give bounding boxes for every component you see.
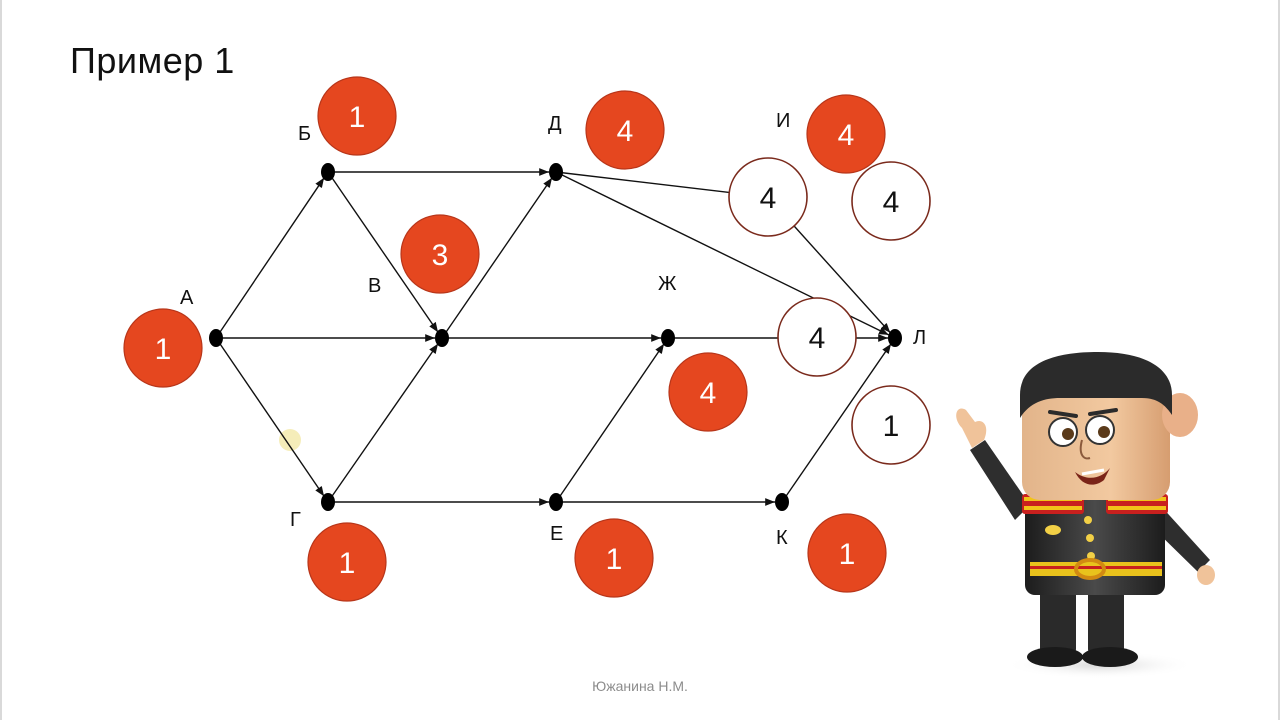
weight-ring-value: 4 — [883, 186, 900, 219]
value-badge-V: 3 — [400, 214, 480, 294]
value-badge-text: 4 — [617, 115, 634, 148]
edge-K-L — [781, 343, 892, 503]
value-badge-text: 1 — [606, 543, 623, 576]
node-label-A: А — [180, 287, 194, 309]
value-badge-text: 1 — [339, 547, 356, 580]
value-badge-text: 4 — [838, 119, 855, 152]
weight-ring-value: 4 — [760, 182, 777, 215]
value-badges: 1 1 3 1 4 4 1 4 1 — [123, 76, 887, 602]
value-badge-text: 4 — [700, 377, 717, 410]
value-badge-D: 4 — [585, 90, 665, 170]
edge-G-V — [327, 343, 439, 503]
weight-rings: 4 4 4 1 — [728, 157, 931, 465]
weight-ring: 4 — [728, 157, 808, 237]
value-badge-text: 1 — [155, 333, 172, 366]
weight-ring-value: 4 — [809, 322, 826, 355]
node-label-B: Б — [298, 123, 311, 145]
node-label-D: Д — [548, 113, 562, 135]
value-badge-Zh: 4 — [668, 352, 748, 432]
node-dot-K — [775, 493, 789, 511]
node-dot-D — [549, 163, 563, 181]
value-badge-E: 1 — [574, 518, 654, 598]
value-badge-G: 1 — [307, 522, 387, 602]
edge-A-B — [215, 177, 325, 339]
node-dot-E — [549, 493, 563, 511]
node-label-L: Л — [913, 327, 926, 349]
node-label-K: К — [776, 527, 788, 549]
value-badge-text: 1 — [349, 101, 366, 134]
node-dot-A — [209, 329, 223, 347]
nodes — [209, 163, 902, 511]
edge-A-G — [215, 337, 325, 497]
author-footer: Южанина Н.М. — [592, 678, 688, 694]
value-badge-K: 1 — [807, 513, 887, 593]
node-label-V: В — [368, 275, 381, 297]
node-label-G: Г — [290, 509, 301, 531]
slide-title: Пример 1 — [70, 40, 235, 81]
node-dot-L — [888, 329, 902, 347]
cursor-highlight — [279, 429, 301, 451]
edge-E-Zh — [555, 343, 665, 503]
value-badge-B: 1 — [317, 76, 397, 156]
value-badge-A: 1 — [123, 308, 203, 388]
slide-border-right — [1278, 0, 1280, 720]
value-badge-I: 4 — [806, 94, 886, 174]
node-dot-G — [321, 493, 335, 511]
weight-ring: 4 — [851, 161, 931, 241]
weight-ring: 1 — [851, 385, 931, 465]
node-dot-V — [435, 329, 449, 347]
mascot-officer-illustration — [956, 352, 1215, 679]
node-dot-Zh — [661, 329, 675, 347]
node-label-Zh: Ж — [658, 273, 677, 295]
value-badge-text: 1 — [839, 538, 856, 571]
weight-ring: 4 — [777, 297, 857, 377]
edge-V-D — [441, 177, 553, 339]
weight-ring-value: 1 — [883, 410, 900, 443]
node-label-E: Е — [550, 523, 563, 545]
slide-border-left — [0, 0, 2, 720]
node-dot-B — [321, 163, 335, 181]
node-labels: А Б В Г Д Е Ж И К Л — [180, 110, 926, 549]
value-badge-text: 3 — [432, 239, 449, 272]
edge-B-V — [327, 171, 439, 333]
node-label-I: И — [776, 110, 790, 132]
